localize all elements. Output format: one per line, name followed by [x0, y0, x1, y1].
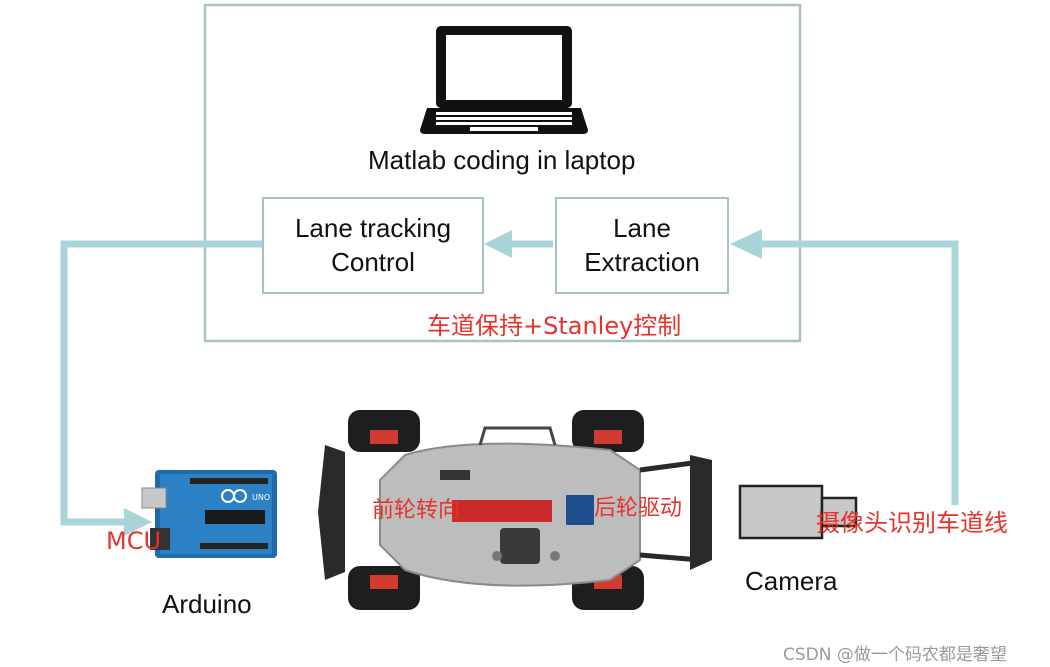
flow-arrows: [60, 240, 959, 526]
algorithm-annotation: 车道保持+Stanley控制: [427, 312, 682, 340]
tracking-to-mcu-line: [60, 240, 262, 526]
watermark: CSDN @做一个码农都是奢望: [783, 645, 1007, 665]
lane-tracking-control-block: Lane tracking Control: [262, 197, 484, 294]
camera-label: Camera: [745, 566, 838, 596]
rc-car-chassis: [318, 410, 712, 610]
arrow-head-extraction: [730, 229, 762, 259]
camera-to-extraction-line: [760, 240, 959, 505]
arduino-label: Arduino: [162, 589, 252, 619]
arrow-head-mcu: [124, 508, 152, 536]
rear-drive-annotation: 后轮驱动: [594, 496, 683, 521]
lane-tracking-control-label: Lane tracking Control: [294, 212, 452, 277]
arrow-head-tracking: [484, 230, 512, 258]
arrow-heads: [124, 229, 762, 536]
svg-text:UNO: UNO: [252, 493, 270, 502]
software-frame: [203, 3, 802, 343]
laptop-label: Matlab coding in laptop: [368, 145, 636, 175]
camera-device: [738, 484, 858, 540]
lane-extraction-label: Lane Extraction: [584, 212, 700, 277]
lane-extraction-block: Lane Extraction: [555, 197, 729, 294]
mcu-annotation: MCU: [106, 527, 162, 555]
front-steering-annotation: 前轮转向: [372, 498, 461, 523]
laptop-icon: [420, 26, 588, 134]
camera-detect-annotation: 摄像头识别车道线: [816, 509, 1008, 537]
arduino-board: UNO: [141, 470, 277, 558]
